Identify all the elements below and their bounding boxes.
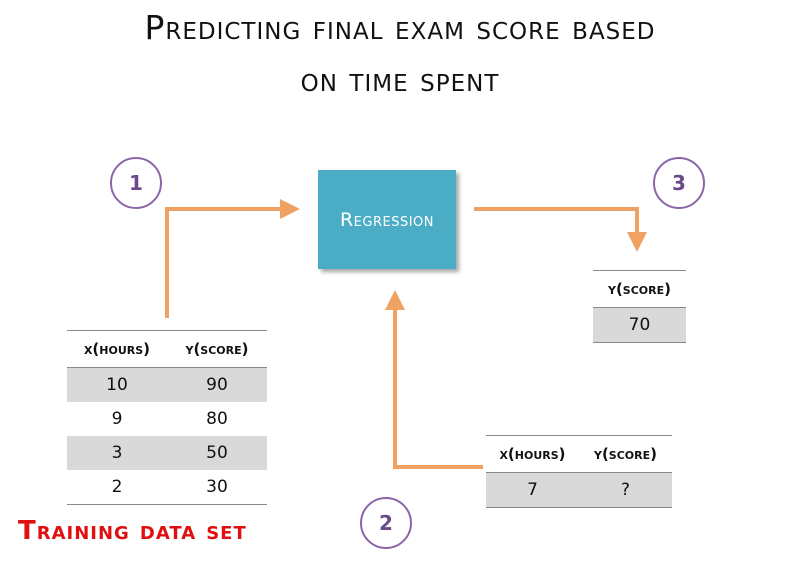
arrow-query-to-regression xyxy=(385,290,483,469)
diagram-title-line-2: on time spent xyxy=(300,60,500,99)
column-header-y-score: y(score) xyxy=(579,435,672,473)
cell-score: 30 xyxy=(167,470,267,505)
cell-hours: 7 xyxy=(486,472,579,508)
query-data-table: x(hours) y(score) 7 ? xyxy=(486,435,672,508)
table-row: 3 50 xyxy=(67,436,267,470)
arrow-regression-to-output xyxy=(474,207,647,252)
step-3-circle: 3 xyxy=(653,157,705,209)
cell-score: 80 xyxy=(206,409,228,429)
cell-score-unknown: ? xyxy=(579,472,672,508)
cell-score: 90 xyxy=(167,367,267,402)
cell-hours: 9 xyxy=(111,409,123,429)
diagram-title-line-1: Predicting final exam score based xyxy=(144,8,656,47)
arrow-training-to-regression xyxy=(165,199,300,318)
table-header-row: y(score) xyxy=(593,270,686,308)
table-row: 9 80 xyxy=(67,402,267,436)
cell-hours: 10 xyxy=(67,367,167,402)
table-row: 70 xyxy=(593,307,686,343)
column-header-y-score: y(score) xyxy=(167,330,267,368)
cell-hours: 3 xyxy=(67,436,167,470)
table-row: 7 ? xyxy=(486,472,672,508)
training-data-set-label: Training data set xyxy=(18,516,247,546)
prediction-output-table: y(score) 70 xyxy=(593,270,686,343)
table-row: 2 30 xyxy=(67,470,267,505)
column-header-x-hours: x(hours) xyxy=(67,330,167,368)
table-header-row: x(hours) y(score) xyxy=(67,330,267,368)
table-row: 10 90 xyxy=(67,367,267,402)
cell-score: 50 xyxy=(167,436,267,470)
column-header-y-score: y(score) xyxy=(593,270,686,308)
training-data-table: x(hours) y(score) 10 90 9 80 3 50 2 30 xyxy=(67,330,267,505)
column-header-x-hours: x(hours) xyxy=(486,435,579,473)
step-2-circle: 2 xyxy=(360,497,412,549)
regression-box: Regression xyxy=(318,170,456,269)
cell-predicted-score: 70 xyxy=(593,307,686,343)
step-1-circle: 1 xyxy=(110,157,162,209)
table-header-row: x(hours) y(score) xyxy=(486,435,672,473)
cell-hours: 2 xyxy=(67,470,167,505)
